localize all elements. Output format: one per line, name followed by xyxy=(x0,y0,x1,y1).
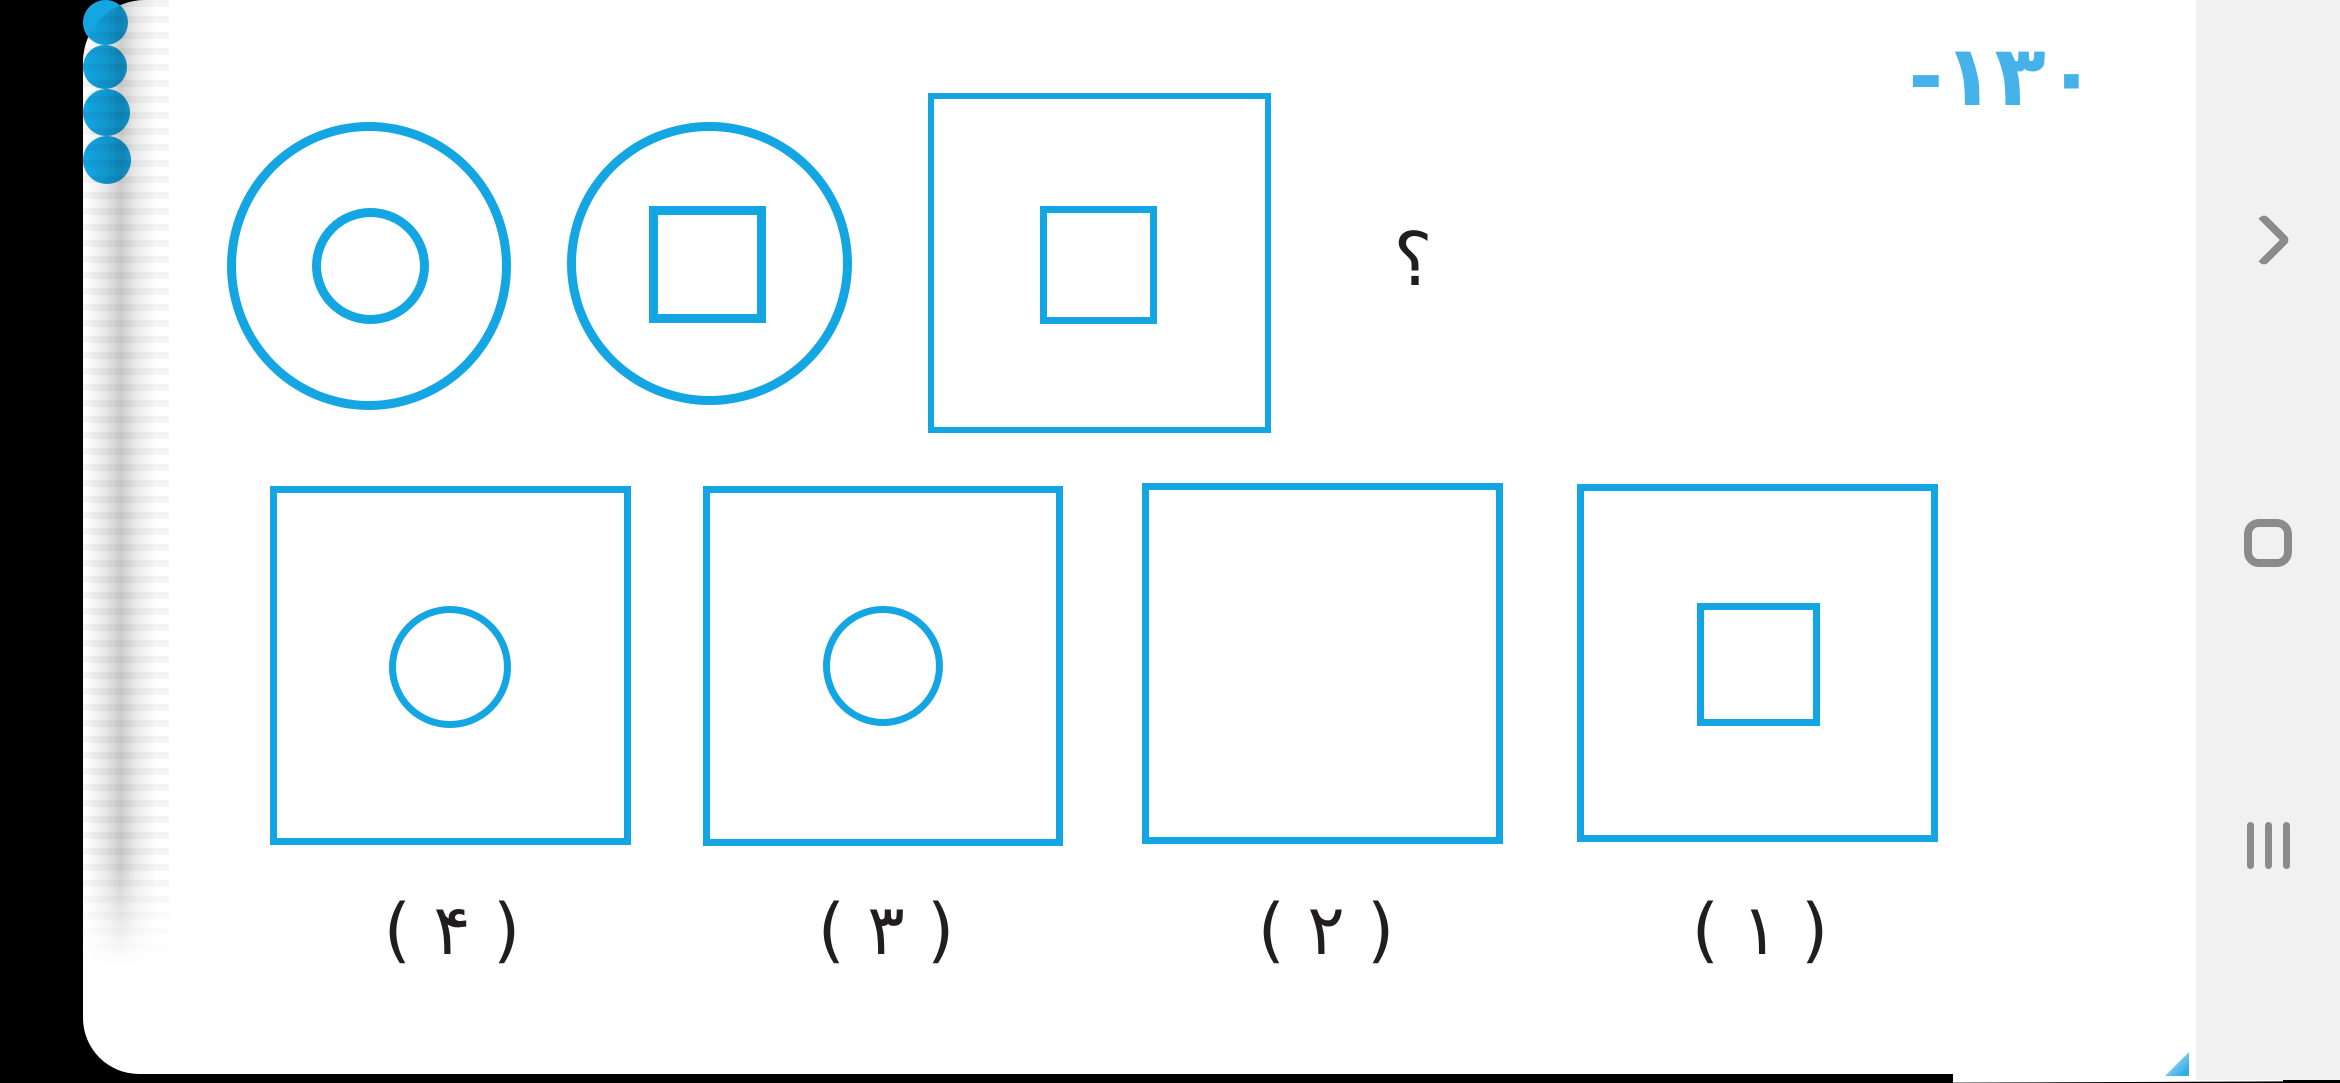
option-1-label: ( ۱ ) xyxy=(1691,889,1829,971)
home-button[interactable] xyxy=(2196,495,2340,591)
question-mark: ؟ xyxy=(1393,217,1433,303)
sequence-figure-3-inner-square xyxy=(1040,206,1157,324)
home-squircle-icon xyxy=(2244,519,2292,567)
page-corner-blue-mark xyxy=(2165,1052,2189,1076)
option-2-dot xyxy=(83,136,131,184)
scanned-page[interactable]: -۱۳۰ ؟ ( ۴ ) ( ۳ ) ( ۲ ) ( ۱ ) xyxy=(83,0,2283,1083)
recents-bars-icon xyxy=(2246,821,2290,869)
question-number: -۱۳۰ xyxy=(1908,27,2097,125)
sequence-figure-3-dot xyxy=(83,45,127,89)
option-3-label: ( ۳ ) xyxy=(817,889,955,971)
sequence-figure-3-outer-square xyxy=(928,93,1271,433)
recents-button[interactable] xyxy=(2196,797,2340,893)
option-4-label: ( ۴ ) xyxy=(383,889,521,971)
sequence-figure-1-dot xyxy=(83,0,128,45)
sequence-figure-1-outer-circle xyxy=(227,122,511,410)
option-3-inner-circle xyxy=(823,606,943,726)
option-2-label: ( ۲ ) xyxy=(1257,889,1395,971)
option-1-square xyxy=(1577,484,1938,842)
sequence-figure-2-outer-circle xyxy=(567,122,852,405)
option-3-dot xyxy=(83,89,130,136)
chevron-right-icon xyxy=(2237,213,2291,267)
option-1-inner-square xyxy=(1697,603,1820,726)
option-3-square xyxy=(703,486,1063,846)
option-4-square xyxy=(270,486,631,845)
back-button[interactable] xyxy=(2196,192,2340,288)
page-edge-scan-shadow xyxy=(83,0,169,978)
sequence-figure-1-inner-circle xyxy=(312,208,429,324)
android-nav-bar xyxy=(2196,0,2340,1080)
sequence-figure-2-inner-square xyxy=(649,206,766,323)
option-2-square xyxy=(1142,483,1503,844)
option-4-inner-circle xyxy=(389,606,511,728)
